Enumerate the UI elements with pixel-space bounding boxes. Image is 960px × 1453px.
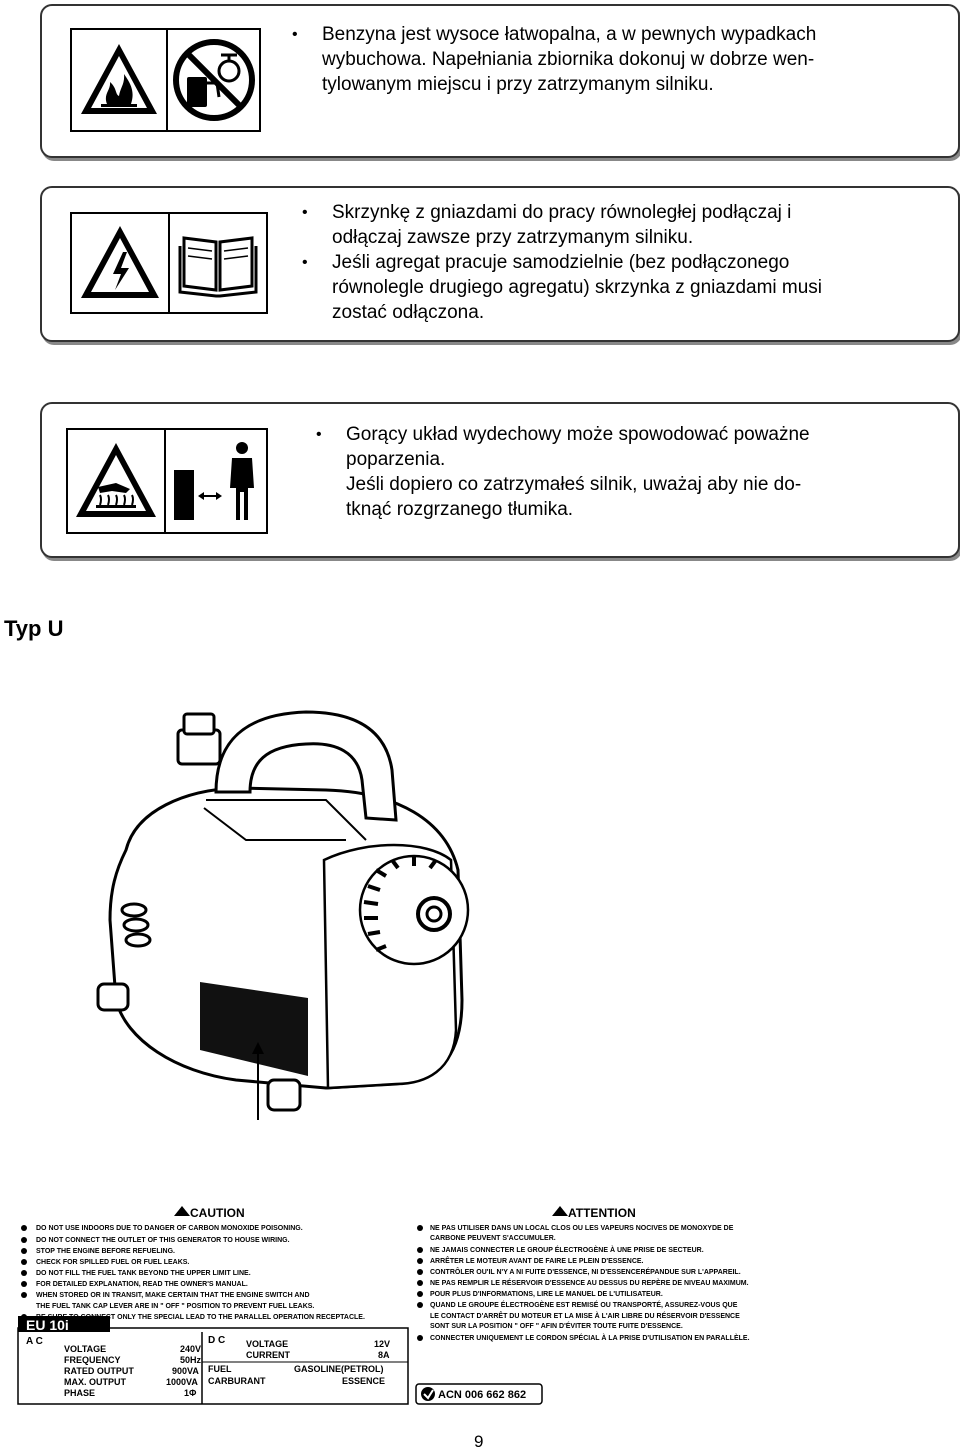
attention-line: LE CONTACT D'ARRÊT DU MOTEUR ET LA MISE …: [430, 1311, 740, 1320]
attention-line: NE JAMAIS CONNECTER LE GROUP ÉLECTROGÈNE…: [430, 1245, 704, 1254]
caution-line: THE FUEL TANK CAP LEVER ARE IN " OFF " P…: [36, 1303, 314, 1310]
electric-warning-box: Skrzynkę z gniazdami do pracy równoległe…: [40, 186, 960, 342]
attention-line: NE PAS UTILISER DANS UN LOCAL CLOS OU LE…: [430, 1225, 734, 1232]
section-heading: Typ U: [4, 616, 64, 641]
electric-warning-icons: [70, 212, 268, 314]
fire-warning-icon: [72, 30, 168, 130]
keep-distance-icon: [166, 430, 266, 532]
attention-line: POUR PLUS D'INFORMATIONS, LIRE LE MANUEL…: [430, 1291, 663, 1298]
ac-specs: VOLTAGE 240V FREQUENCY 50Hz RATED OUTPUT…: [64, 1344, 202, 1398]
dc-heading: D C: [208, 1335, 225, 1346]
attention-line: SONT SUR LA POSITION " OFF " AFIN D'ÉVIT…: [430, 1321, 683, 1330]
exhaust-warning-item-1-line-1: Gorący układ wydechowy może spowodować p…: [316, 422, 810, 447]
exhaust-warning-item-1-line-2: poparzenia.: [346, 449, 446, 470]
fuel-warning-text: Benzyna jest wysoce łatwopalna, a w pewn…: [292, 22, 816, 97]
ac-heading: A C: [26, 1336, 43, 1347]
ac-spec-key: PHASE: [64, 1388, 95, 1398]
model-name: EU 10i: [26, 1317, 69, 1333]
dc-spec-key: CURRENT: [246, 1350, 291, 1360]
fuel-warning-box: Benzyna jest wysoce łatwopalna, a w pewn…: [40, 4, 960, 158]
ac-spec-key: RATED OUTPUT: [64, 1366, 134, 1376]
ac-spec-value: 900VA: [172, 1366, 199, 1376]
read-manual-icon: [170, 214, 266, 312]
attention-line: CONTRÔLER OU'IL N'Y A NI FUITE D'ESSENCE…: [430, 1267, 741, 1276]
ac-spec-value: 1Φ: [184, 1388, 197, 1398]
attention-line: QUAND LE GROUPE ÉLECTROGÈNE EST REMISÉ O…: [430, 1300, 738, 1309]
electric-warning-item-2-line-3: zostać odłączona.: [332, 302, 485, 323]
attention-line: CONNECTER UNIQUEMENT LE CORDON SPÉCIAL À…: [430, 1333, 750, 1342]
ac-spec-key: FREQUENCY: [64, 1355, 121, 1365]
caution-line: WHEN STORED OR IN TRANSIT, MAKE CERTAIN …: [36, 1292, 310, 1299]
acn-number: ACN 006 662 862: [438, 1389, 526, 1401]
fuel-warning-line-3: tylowanym miejscu i przy zatrzymanym sil…: [322, 74, 714, 95]
electric-shock-warning-icon: [72, 214, 170, 312]
dc-spec-value: 8A: [378, 1350, 390, 1360]
electric-warning-item-2-line-2: równolegle drugiego agregatu) skrzynka z…: [332, 277, 823, 298]
caution-list: DO NOT USE INDOORS DUE TO DANGER OF CARB…: [36, 1225, 365, 1321]
fuel-warning-line-2: wybuchowa. Napełniania zbiornika dokonuj…: [322, 49, 815, 70]
hot-surface-warning-icon: [68, 430, 166, 532]
exhaust-warning-item-2-line-1: Jeśli dopiero co zatrzymałeś silnik, uwa…: [346, 474, 802, 495]
ac-spec-value: 50Hz: [180, 1355, 202, 1365]
page-number: 9: [474, 1432, 484, 1451]
dc-specs: VOLTAGE 12V CURRENT 8A FUEL GASOLINE(PET…: [208, 1339, 390, 1386]
no-fuel-running-icon: [168, 30, 259, 130]
dc-spec-key: VOLTAGE: [246, 1339, 288, 1349]
attention-line: NE PAS REMPLIR LE RÉSERVOIR D'ESSENCE AU…: [430, 1278, 749, 1287]
rating-label: CAUTION DO NOT USE INDOORS DUE TO DANGER…: [12, 1206, 792, 1410]
ac-spec-value: 1000VA: [166, 1377, 198, 1387]
attention-list: NE PAS UTILISER DANS UN LOCAL CLOS OU LE…: [430, 1225, 750, 1342]
electric-warning-text: Skrzynkę z gniazdami do pracy równoległe…: [302, 200, 823, 325]
caution-line: FOR DETAILED EXPLANATION, READ THE OWNER…: [36, 1281, 248, 1288]
ac-spec-key: VOLTAGE: [64, 1344, 106, 1354]
dc-spec-value: 12V: [374, 1339, 390, 1349]
generator-illustration: [96, 710, 470, 1120]
fuel-warning-icons: [70, 28, 261, 132]
fuel-warning-line-1: Benzyna jest wysoce łatwopalna, a w pewn…: [292, 22, 816, 47]
exhaust-warning-item-2-line-2: tknąć rozgrzanego tłumika.: [346, 499, 574, 520]
fuel-spec-value: GASOLINE(PETROL): [294, 1364, 384, 1374]
ac-spec-key: MAX. OUTPUT: [64, 1377, 127, 1387]
fuel-spec-key: CARBURANT: [208, 1376, 266, 1386]
caution-line: STOP THE ENGINE BEFORE REFUELING.: [36, 1248, 175, 1255]
attention-line: ARRÊTER LE MOTEUR AVANT DE FAIRE LE PLEI…: [430, 1256, 644, 1265]
exhaust-warning-text: Gorący układ wydechowy może spowodować p…: [316, 422, 810, 522]
fuel-spec-value: ESSENCE: [342, 1376, 385, 1386]
electric-warning-item-2-line-1: Jeśli agregat pracuje samodzielnie (bez …: [302, 250, 822, 275]
attention-line: CARBONE PEUVENT S'ACCUMULER.: [430, 1235, 556, 1242]
caution-line: DO NOT USE INDOORS DUE TO DANGER OF CARB…: [36, 1225, 303, 1232]
exhaust-warning-box: Gorący układ wydechowy może spowodować p…: [40, 402, 960, 558]
caution-line: DO NOT CONNECT THE OUTLET OF THIS GENERA…: [36, 1237, 290, 1244]
caution-line: BE SURE TO CONNECT ONLY THE SPECIAL LEAD…: [36, 1314, 365, 1321]
electric-warning-item-1-line-1: Skrzynkę z gniazdami do pracy równoległe…: [302, 200, 822, 225]
caution-line: DO NOT FILL THE FUEL TANK BEYOND THE UPP…: [36, 1270, 251, 1277]
exhaust-warning-icons: [66, 428, 268, 534]
caution-line: CHECK FOR SPILLED FUEL OR FUEL LEAKS.: [36, 1259, 189, 1266]
electric-warning-item-1-line-2: odłączaj zawsze przy zatrzymanym silniku…: [332, 227, 694, 248]
attention-title: ATTENTION: [568, 1206, 636, 1220]
caution-title: CAUTION: [190, 1206, 245, 1220]
ac-spec-value: 240V: [180, 1344, 201, 1354]
fuel-spec-key: FUEL: [208, 1364, 232, 1374]
